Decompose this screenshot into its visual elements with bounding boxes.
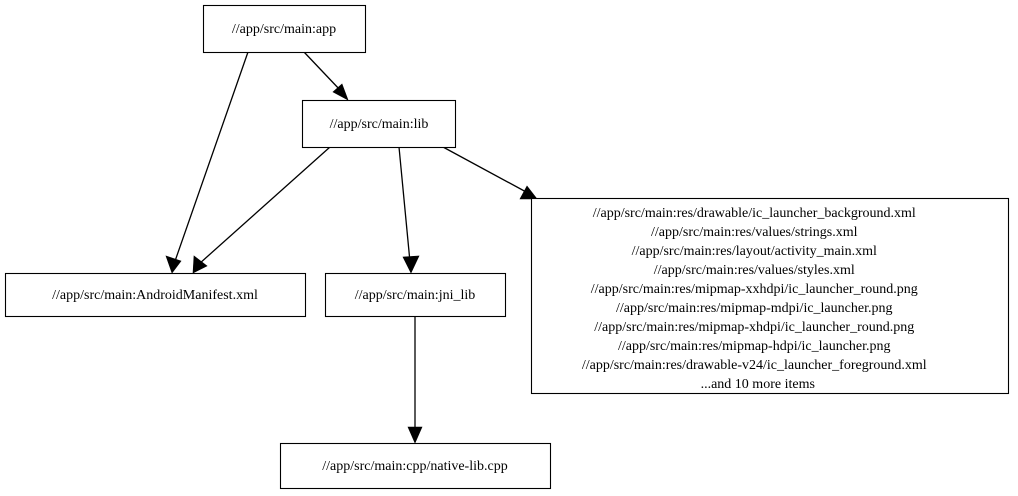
node-box[interactable]: [324, 272, 507, 318]
node-label: //app/src/main:lib: [330, 117, 429, 132]
edge-lib-to-jni-lib: [398, 146, 420, 274]
node-res-group[interactable]: //app/src/main:res/drawable/ic_launcher_…: [530, 197, 1010, 395]
edge-app-to-lib: [303, 51, 349, 101]
node-box[interactable]: [301, 99, 457, 149]
edge-line: [198, 146, 331, 265]
edge-line: [398, 146, 411, 263]
edge-line: [173, 51, 249, 265]
node-app[interactable]: //app/src/main:app: [202, 4, 367, 54]
edge-line: [303, 51, 342, 92]
node-label: //app/src/main:AndroidManifest.xml: [52, 288, 258, 303]
res-line: //app/src/main:res/mipmap-hdpi/ic_launch…: [618, 339, 891, 354]
arrowhead-icon: [519, 185, 538, 200]
arrowhead-icon: [192, 255, 208, 274]
node-jni-lib[interactable]: //app/src/main:jni_lib: [324, 272, 507, 318]
node-box[interactable]: [530, 197, 1010, 395]
arrowhead-icon: [402, 255, 420, 274]
arrowhead-icon: [407, 426, 423, 444]
res-line: //app/src/main:res/drawable/ic_launcher_…: [593, 206, 916, 221]
edge-jni-lib-to-native-lib: [407, 316, 423, 444]
edge-lib-to-manifest: [192, 146, 331, 274]
node-label: //app/src/main:app: [232, 22, 336, 37]
node-layer: //app/src/main:app //app/src/main:lib //…: [4, 4, 1010, 490]
res-line: //app/src/main:res/mipmap-mdpi/ic_launch…: [616, 301, 892, 316]
node-box[interactable]: [4, 272, 307, 318]
arrowhead-icon: [165, 255, 182, 274]
res-line: //app/src/main:res/mipmap-xxhdpi/ic_laun…: [591, 282, 918, 297]
edge-line: [442, 146, 529, 194]
res-line: //app/src/main:res/drawable-v24/ic_launc…: [582, 358, 927, 373]
edge-app-to-manifest: [165, 51, 249, 274]
edge-lib-to-res: [442, 146, 538, 200]
node-box[interactable]: [279, 442, 552, 490]
node-label: //app/src/main:cpp/native-lib.cpp: [322, 459, 507, 474]
res-line: ...and 10 more items: [701, 377, 815, 392]
node-android-manifest[interactable]: //app/src/main:AndroidManifest.xml: [4, 272, 307, 318]
res-line: //app/src/main:res/values/strings.xml: [651, 225, 858, 240]
res-line: //app/src/main:res/values/styles.xml: [654, 263, 855, 278]
node-box[interactable]: [202, 4, 367, 54]
res-line: //app/src/main:res/mipmap-xhdpi/ic_launc…: [594, 320, 914, 335]
arrowhead-icon: [332, 83, 349, 101]
edge-layer: [165, 51, 538, 444]
node-label: //app/src/main:jni_lib: [355, 288, 476, 303]
res-line: //app/src/main:res/layout/activity_main.…: [632, 244, 877, 259]
node-lib[interactable]: //app/src/main:lib: [301, 99, 457, 149]
node-multiline-label: //app/src/main:res/drawable/ic_launcher_…: [582, 206, 958, 392]
node-native-lib-cpp[interactable]: //app/src/main:cpp/native-lib.cpp: [279, 442, 552, 490]
